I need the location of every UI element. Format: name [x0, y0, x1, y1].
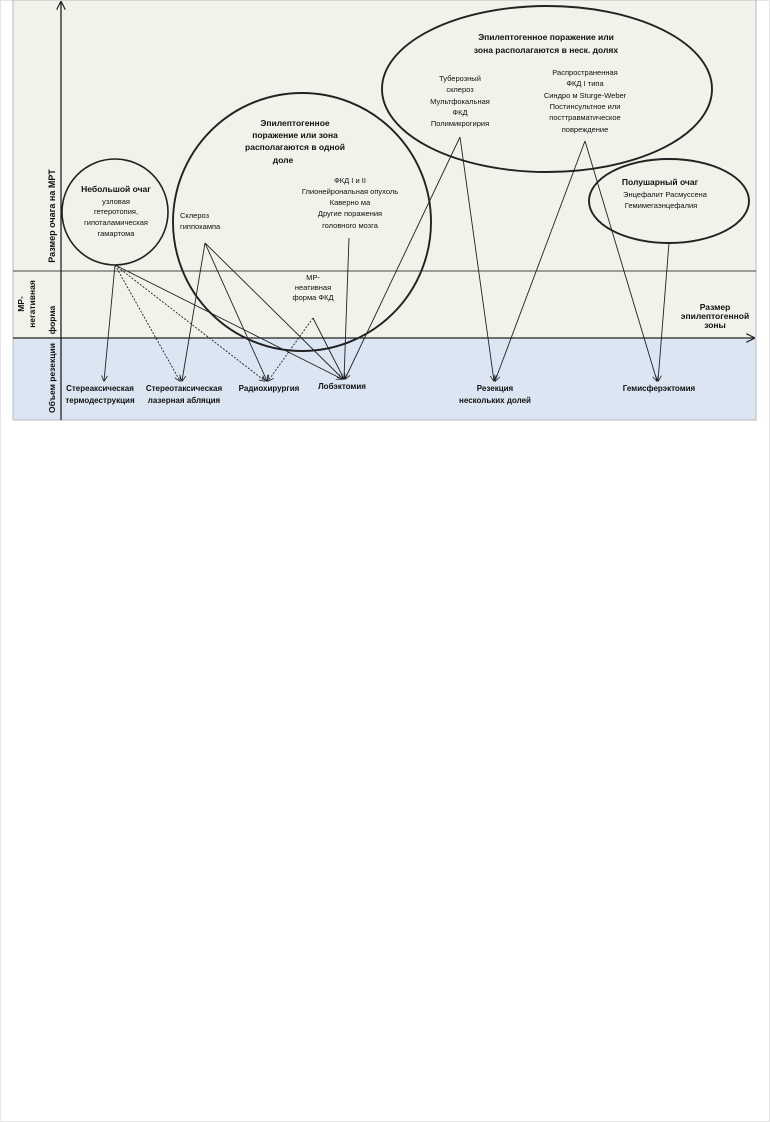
arrow-multilobe-left-to-multilobar [459, 136, 494, 381]
x-axis-label-3: зоны [704, 320, 726, 330]
multi-lobe-title: зона располагаются в неск. долях [474, 45, 619, 55]
one-lobe-item: ФКД I и II [334, 176, 366, 185]
small-lesion-item: гетеротопия, [94, 207, 138, 216]
procedure-hemispherectomy: Гемисферэктомия [623, 384, 696, 393]
connector-arrows [104, 136, 670, 381]
multi-lobe-item-right: Постинсультное или [550, 102, 621, 111]
multi-lobe-item-right: Распространенная [552, 68, 617, 77]
hemispheric-title: Полушарный очаг [622, 177, 699, 187]
y-axis-label-mri-negative-3: форма [47, 305, 57, 334]
one-lobe-item: Глионейрональная опухоль [302, 187, 398, 196]
procedure-stereo-thermodestruction: термодеструкция [65, 396, 135, 405]
arrow-mri-negative-to-radiosurgery [268, 317, 314, 381]
small-lesion-item: гамартома [98, 229, 136, 238]
multi-lobe-item-right: посттравматическое [549, 113, 620, 122]
procedure-lobectomy: Лобэктомия [318, 382, 366, 391]
arrow-multilobe-right-to-multilobar [495, 140, 586, 381]
arrow-small-to-thermo [104, 264, 116, 381]
arrow-multilobe-right-to-hemispherectomy [584, 140, 657, 381]
arrow-hippocampal-to-radiosurgery [204, 242, 267, 381]
arrow-one-lobe-to-lobectomy [344, 237, 350, 379]
one-lobe-title: доле [273, 155, 294, 165]
procedure-multilobar-resection: нескольких долей [459, 396, 531, 405]
one-lobe-title: Эпилептогенное [260, 118, 330, 128]
resection-zone-background [13, 338, 756, 420]
multi-lobe-item-left: Мультфокальная [430, 97, 490, 106]
y-axis-label-mri-negative-1: МР- [16, 296, 26, 312]
x-axis-label-2: эпилептогенной [681, 311, 749, 321]
small-lesion-title: Небольшой очаг [81, 184, 151, 194]
multi-lobe-item-right: повреждение [562, 125, 609, 134]
hippocampal-sclerosis-label: Склероз [180, 211, 210, 220]
procedure-laser-ablation: Стереотаксическая [146, 384, 223, 393]
arrow-hippocampal-to-lobectomy [204, 242, 343, 379]
arrow-small-to-radiosurgery [114, 264, 265, 381]
multi-lobe-item-left: Туберозный [439, 74, 481, 83]
multi-lobe-item-left: склероз [446, 85, 474, 94]
multi-lobe-ellipse [381, 5, 713, 173]
procedure-laser-ablation: лазерная абляция [148, 396, 221, 405]
multi-lobe-item-right: Синдро м Sturge-Weber [544, 91, 627, 100]
small-lesion-item: узловая [102, 197, 130, 206]
procedure-radiosurgery: Радиохирургия [239, 384, 300, 393]
diagram-border [12, 0, 757, 421]
mri-negative-fcd-label: МР- [306, 273, 320, 282]
one-lobe-item: Другие поражения [318, 209, 382, 218]
upper-zone-background [13, 0, 756, 338]
mri-negative-fcd-label: форма ФКД [292, 293, 333, 302]
arrow-small-to-lobectomy [114, 264, 342, 379]
x-axis-label-1: Размер [700, 302, 731, 312]
arrow-hemispheric-to-hemispherectomy [658, 242, 670, 381]
one-lobe-item: головного мозга [322, 221, 379, 230]
procedure-stereo-thermodestruction: Стереаксическая [66, 384, 134, 393]
hippocampal-sclerosis-label: гиппокампа [180, 222, 221, 231]
hemispheric-item: Энцефалит Расмуссена [623, 190, 708, 199]
arrow-small-to-laser [114, 264, 180, 381]
multi-lobe-item-left: Полимикрогирия [431, 119, 489, 128]
one-lobe-title: располагаются в одной [245, 142, 345, 152]
arrow-multilobe-left-to-lobectomy [345, 136, 461, 379]
y-axis-label-resection-volume: Объем резекции [47, 343, 57, 413]
hemispheric-item: Гемимегаэнцефалия [625, 201, 697, 210]
one-lobe-item: Каверно ма [330, 198, 371, 207]
mri-negative-fcd-label: неативная [295, 283, 331, 292]
multi-lobe-item-left: ФКД [452, 108, 467, 117]
multi-lobe-item-right: ФКД I типа [566, 79, 604, 88]
procedure-multilobar-resection: Резекция [477, 384, 514, 393]
one-lobe-title: поражение или зона [252, 130, 338, 140]
multi-lobe-title: Эпилептогенное поражение или [478, 32, 614, 42]
y-axis-label-mri-negative-2: негативная [27, 280, 37, 328]
y-axis-label-mri-size: Размер очага на МРТ [47, 169, 57, 263]
arrow-hippocampal-to-laser [182, 242, 206, 381]
one-lobe-ellipse [172, 92, 432, 352]
small-lesion-item: гипоталамическая [84, 218, 148, 227]
arrow-mri-negative-to-lobectomy [312, 317, 344, 379]
